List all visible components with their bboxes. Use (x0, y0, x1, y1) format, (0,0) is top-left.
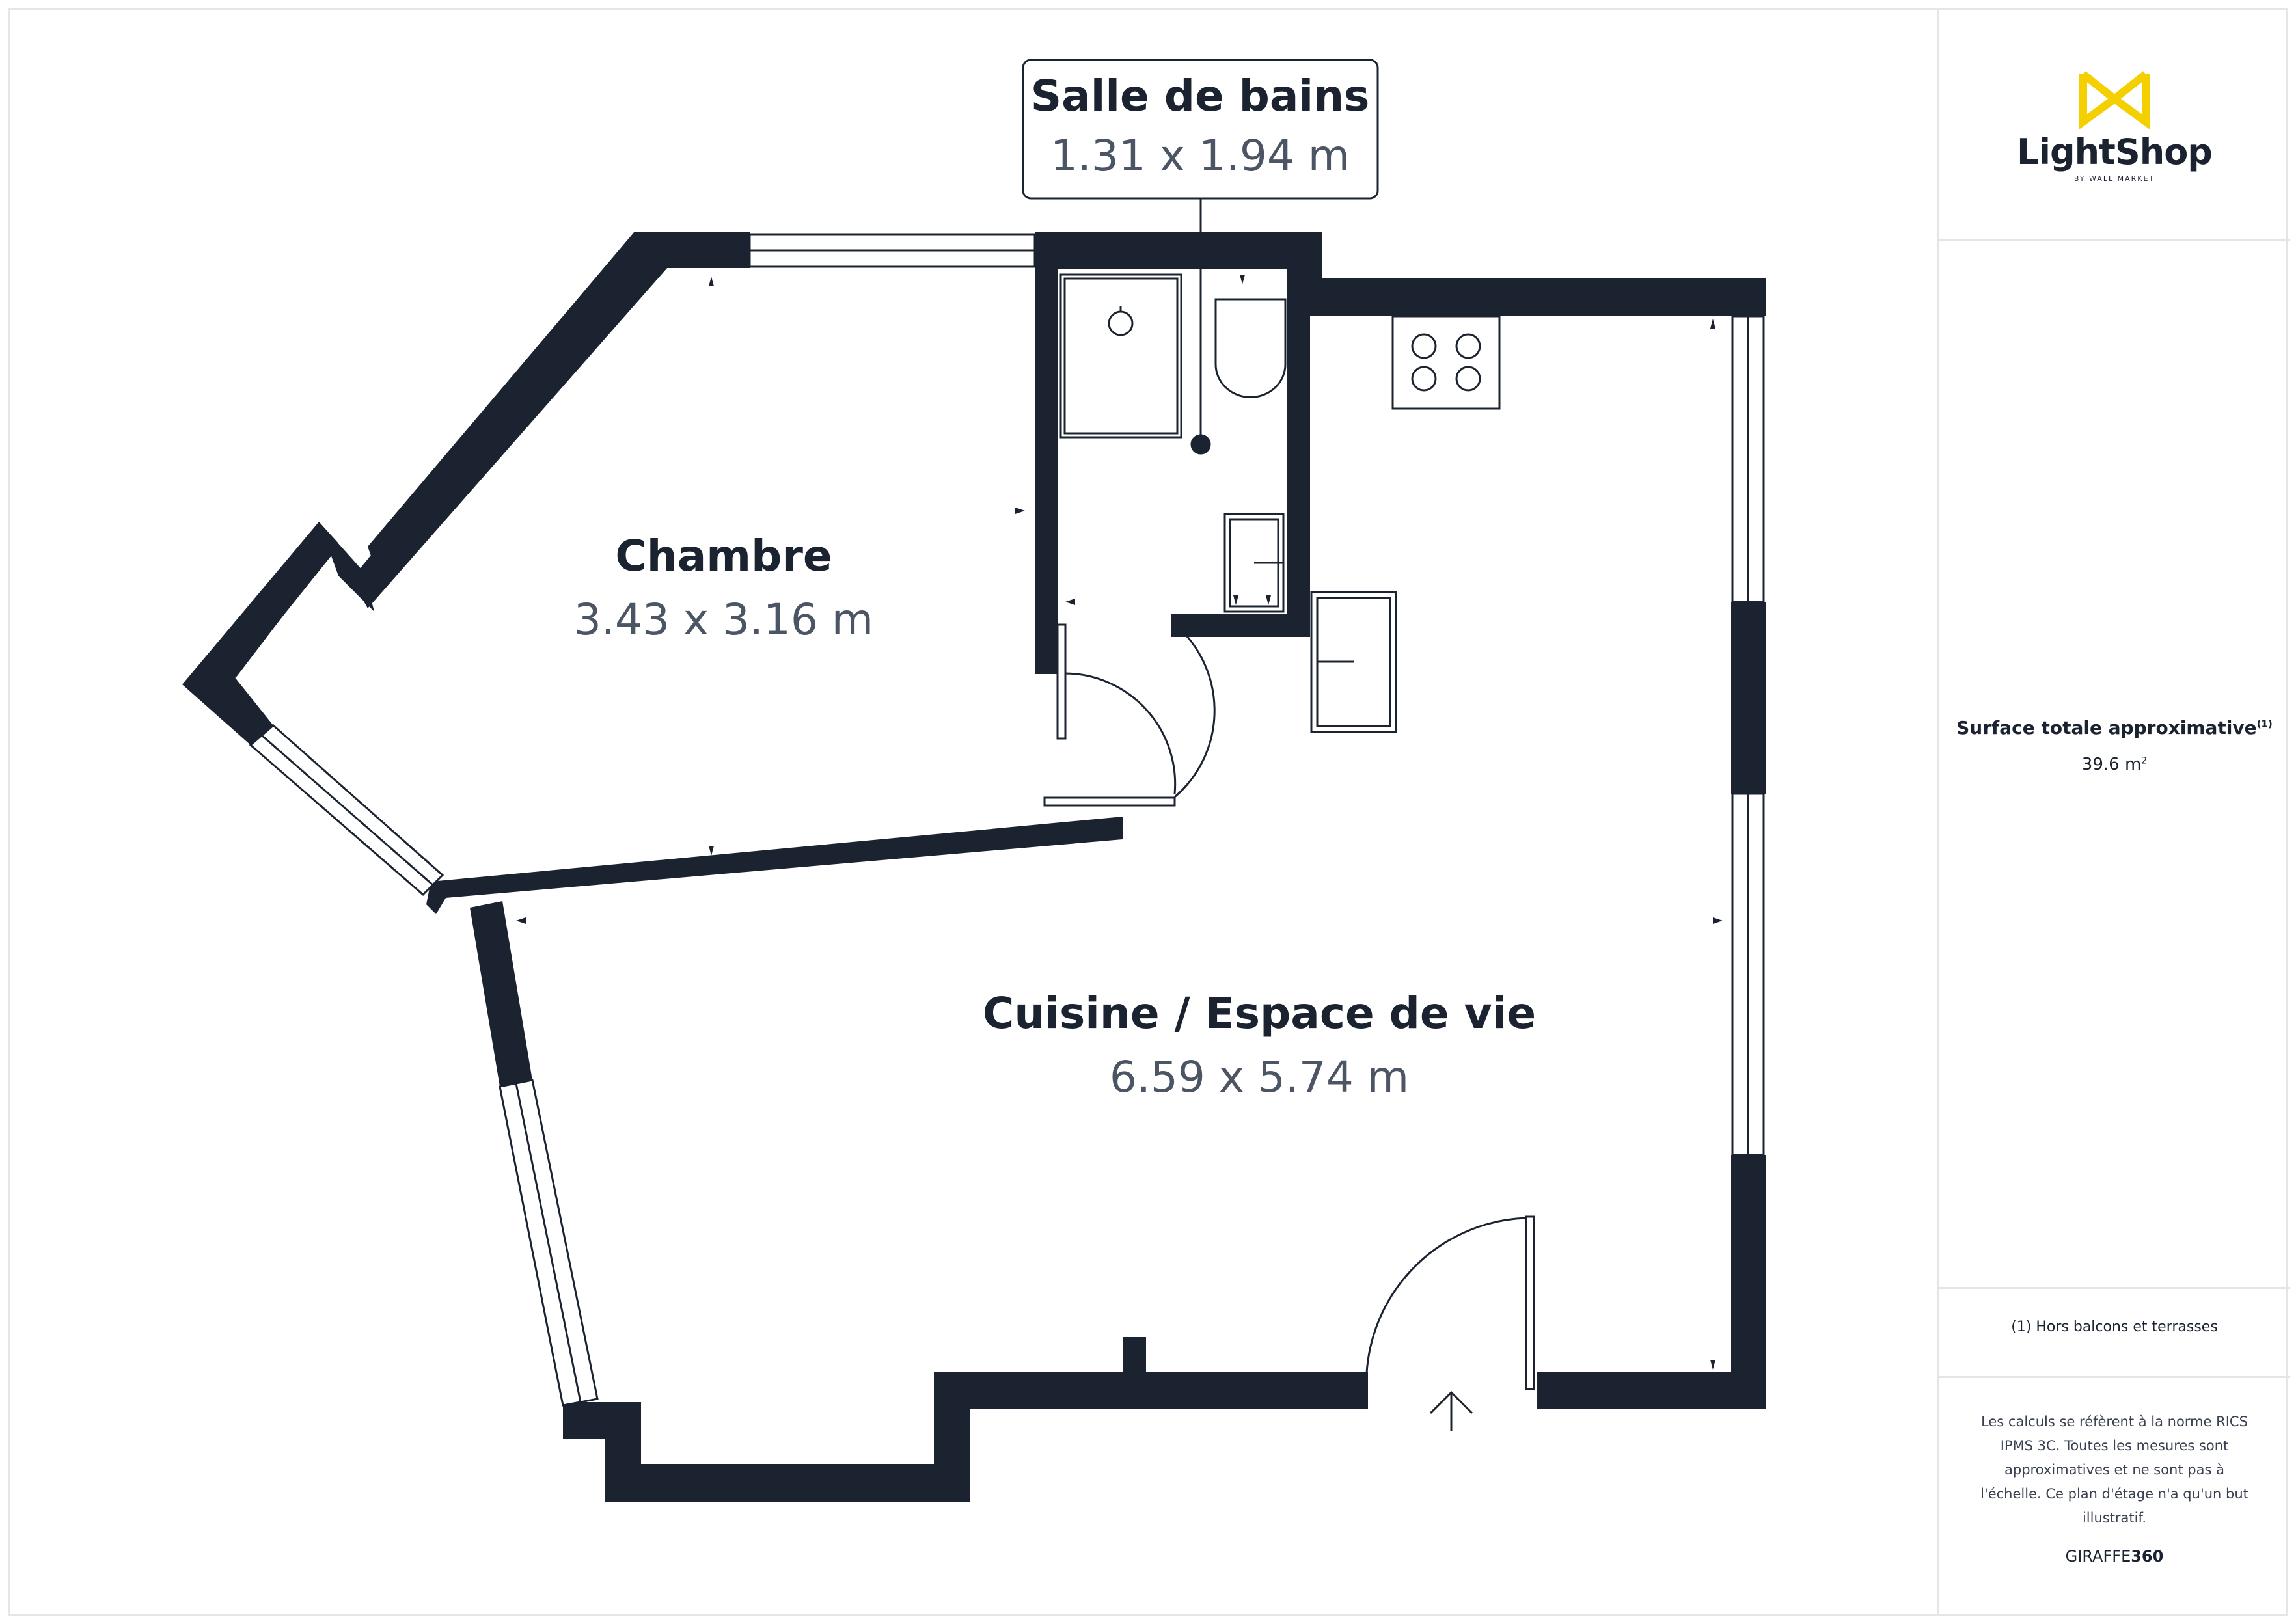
wall-bath-top (1035, 232, 1322, 269)
wall-bath-bottom (1171, 614, 1310, 637)
total-area-value-text: 39.6 m (2081, 755, 2142, 774)
area-unit-sup: 2 (2141, 755, 2148, 766)
brand-mark: GIRAFFE360 (1939, 1547, 2290, 1565)
bathroom-label: Salle de bains 1.31 x 1.94 m (1022, 59, 1379, 232)
entrance-door-swing (1365, 1217, 1527, 1374)
wall-bath-right (1287, 269, 1310, 637)
wall-right-top (1731, 278, 1766, 316)
total-area-value: 39.6 m2 (1939, 755, 2290, 774)
wall-bath-left (1035, 232, 1058, 674)
wall-bottom-base (605, 1464, 970, 1502)
total-area-label: Surface totale approximative(1) (1939, 717, 2290, 738)
bedroom-door-leaf[interactable] (1043, 796, 1176, 807)
toilet-icon (1214, 298, 1287, 398)
wall-bedroom-bottom (426, 817, 1123, 914)
wall-living-left (470, 901, 532, 1087)
walls (182, 232, 1766, 1502)
fixtures (1059, 269, 1501, 733)
brand-light: GIRAFFE (2065, 1547, 2131, 1565)
entrance-door-leaf[interactable] (1525, 1215, 1535, 1390)
wall-right-mid (1731, 602, 1766, 794)
floor-plan: Salle de bains 1.31 x 1.94 m Chambre 3.4… (182, 59, 1766, 1502)
bedroom-name: Chambre (615, 531, 832, 581)
kitchen-sink-icon (1310, 591, 1397, 733)
bedroom-size: 3.43 x 3.16 m (574, 595, 873, 645)
living-name: Cuisine / Espace de vie (983, 988, 1536, 1038)
wall-bottom-mid (934, 1372, 1368, 1409)
disclaimer: Les calculs se réfèrent à la norme RICS … (1980, 1414, 2248, 1526)
wall-bottom-stub (1123, 1337, 1146, 1376)
footnote: (1) Hors balcons et terrasses (2011, 1319, 2218, 1335)
outer-frame (8, 8, 2288, 1616)
bathroom-door-leaf[interactable] (1056, 623, 1067, 740)
wall-bottom-left-corner (563, 1402, 641, 1439)
area-note-marker: (1) (2256, 718, 2273, 730)
entrance-arrow-icon (1429, 1390, 1473, 1431)
logo-subtitle: BY WALL MARKET (2073, 174, 2155, 183)
sink-icon (1223, 513, 1285, 613)
windows (249, 233, 1765, 1407)
wall-bottom-right (1537, 1372, 1766, 1409)
panel-divider-3 (1939, 1376, 2290, 1378)
bathroom-door-swing (1065, 672, 1177, 794)
bathroom-name: Salle de bains (1031, 71, 1370, 121)
bathroom-size: 1.31 x 1.94 m (1050, 131, 1350, 181)
bedroom-door-swing (1171, 620, 1216, 798)
panel-divider-1 (1939, 239, 2290, 241)
wall-bedroom-corner (182, 522, 340, 745)
total-area-label-text: Surface totale approximative (1956, 717, 2257, 738)
wall-right-lower (1731, 1155, 1766, 1409)
wall-bedroom-diagonal-2 (351, 232, 667, 608)
shower-icon (1059, 273, 1182, 439)
logo-name: LightShop (2017, 131, 2213, 172)
brand-bold: 360 (2131, 1547, 2164, 1565)
shower-drain (1190, 434, 1211, 455)
stove-icon (1391, 315, 1501, 410)
dimension-markers (516, 275, 1723, 1370)
panel-divider-2 (1939, 1287, 2290, 1289)
wall-kitchen-top (1310, 278, 1766, 316)
doors (1043, 620, 1535, 1390)
living-size: 6.59 x 5.74 m (1110, 1052, 1409, 1102)
lightshop-logo-icon (2079, 71, 2150, 129)
info-panel: LightShop BY WALL MARKET Surface totale … (1937, 8, 2290, 1616)
